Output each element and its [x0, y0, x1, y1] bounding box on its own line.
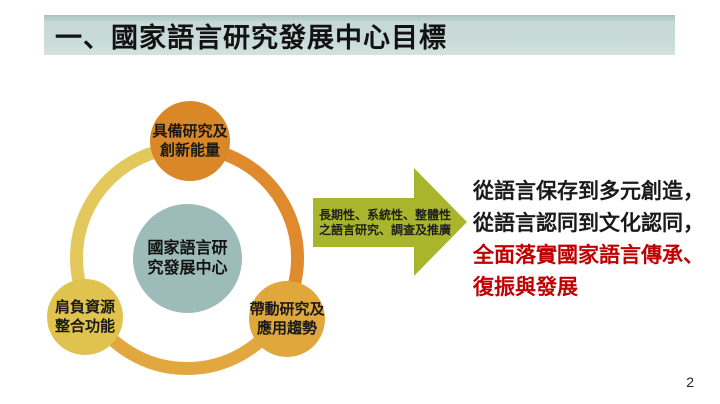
diagram-node-label: 具備研究及: [152, 123, 228, 140]
slide-title: 一、國家語言研究發展中心目標: [55, 22, 447, 53]
arrow-caption-line: 長期性、系統性、整體性: [318, 208, 451, 222]
goal-line: 從語言認同到文化認同，: [473, 212, 704, 235]
slide-title-bar: 一、國家語言研究發展中心目標: [44, 15, 675, 55]
goal-statements: 從語言保存到多元創造， 從語言認同到文化認同， 全面落實國家語言傳承、 復振與發…: [473, 176, 713, 304]
diagram-node-research-trend: 帶動研究及 應用趨勢: [249, 281, 325, 357]
goal-line: 從語言保存到多元創造，: [473, 180, 704, 203]
diagram-node-innovation: 具備研究及 創新能量: [150, 101, 230, 181]
diagram-node-label: 應用趨勢: [256, 320, 317, 337]
diagram-center-label: 國家語言研: [147, 239, 228, 257]
diagram-node-label: 創新能量: [159, 142, 220, 159]
arrow-caption-line: 之語言研究、調查及推廣: [318, 223, 451, 237]
diagram-node-label: 肩負資源: [54, 299, 115, 316]
arrow-caption: 長期性、系統性、整體性 之語言研究、調查及推廣: [314, 205, 456, 241]
diagram-node-resources: 肩負資源 整合功能: [47, 279, 123, 355]
diagram-center-label: 究發展中心: [147, 259, 228, 277]
goal-line: 全面落實國家語言傳承、: [473, 244, 704, 267]
diagram-center-node: 國家語言研 究發展中心: [133, 204, 242, 313]
goal-line: 復振與發展: [473, 276, 578, 299]
diagram-node-label: 整合功能: [54, 318, 115, 335]
page-number: 2: [686, 374, 694, 390]
diagram-node-label: 帶動研究及: [249, 301, 325, 318]
